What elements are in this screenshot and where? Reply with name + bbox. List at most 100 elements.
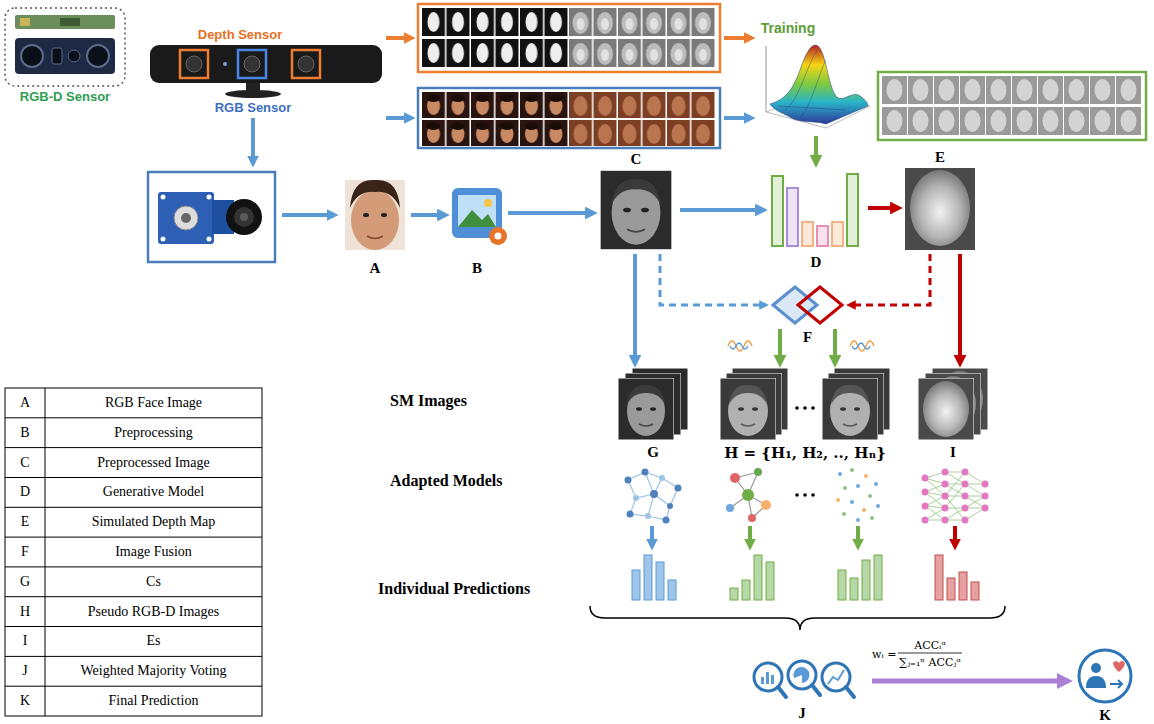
depth-image-strip [569,8,716,67]
preprocessing-icon [458,210,496,227]
key-table-grid [5,418,262,686]
rgb-face-image [345,180,405,250]
voting-icon [812,685,820,695]
table-cell: RGB Face Image [45,388,262,418]
key-table-grid [5,388,262,716]
table-cell: Preprocessing [45,418,262,448]
key-table-grid [45,388,46,716]
neural-net-icon [922,503,929,510]
step-letter: I [950,444,956,461]
kinect-sensor [246,83,260,91]
simulated-depth-map [905,168,975,250]
image-stack [822,378,878,440]
table-cell: G [5,567,45,597]
neural-net-icon [962,517,969,524]
camera-module [148,172,275,262]
network-model-icon [675,485,682,492]
sparse-model-icon [862,508,866,512]
rgb-face-image [345,180,405,250]
model-output-arrow [650,526,654,547]
network-model-icon [645,513,651,519]
voting-icon [846,687,854,697]
image-node: C [600,170,672,250]
generative-model-bars [787,188,798,246]
fraction-bar [898,653,962,654]
rgbd-sensor-board [15,15,115,29]
final-prediction-icon [1086,676,1106,688]
ellipsis-dots [803,493,807,497]
network-model-icon [625,477,632,484]
prediction-bars [742,580,750,600]
weight-formula: ACCᵢᵅ [896,639,964,652]
final-prediction-icon [1110,680,1122,688]
step-letter: G [647,444,659,461]
prediction-bars [644,555,652,600]
voting-icon [778,687,786,697]
row-heading: Individual Predictions [378,580,530,598]
neural-net-icon [982,505,989,512]
voting-icon [754,661,854,697]
table-cell: J [5,656,45,686]
prediction-bars [959,572,967,600]
image-stack [618,368,988,440]
prediction-bars [874,555,882,600]
kinect-sensor [223,62,227,66]
table-cell: A [5,388,45,418]
sparse-model-icon [856,484,860,488]
voting-icon [771,675,774,684]
camera-module [234,207,254,227]
prediction-bars [935,555,943,600]
neural-net-icon [982,493,989,500]
graph-model-icon [761,500,771,510]
prediction-bars [730,588,738,600]
neural-net-icon [962,481,969,488]
prediction-bars [766,562,774,600]
neural-net-icon [922,469,989,524]
prediction-bars [947,578,955,600]
depth-map-strip [878,72,1146,140]
image-node: A [345,180,405,250]
rgbd-sensor-board [60,18,80,26]
icon-node: B [452,188,502,238]
rgb-face-image [350,180,400,208]
ensemble-brace [590,606,1005,630]
camera-module [148,172,275,262]
network-model-icon [667,503,673,509]
network-model-icon [633,495,639,501]
rgb-face-image [381,213,387,217]
table-cell: H [5,597,45,627]
ellipsis-dots [803,406,807,410]
table-cell: Image Fusion [45,537,262,567]
prediction-bars [862,560,870,600]
network-model-icon [659,475,665,481]
depth-image-strip [418,4,720,72]
prediction-bars [935,555,979,600]
weight-formula: wᵢ = [872,648,896,661]
rgbd-sensor-board [5,8,125,86]
table-cell: F [5,537,45,567]
kinect-sensor [225,90,281,98]
graph-model-icon [748,514,756,522]
neural-net-icon [922,475,929,482]
neural-net-icon [942,505,949,512]
preprocessing-icon [495,233,502,240]
camera-module [174,206,198,230]
row-heading: SM Images [390,392,467,410]
training-surface-plot [778,50,846,118]
sensor-device: Depth SensorRGB Sensor [150,45,382,97]
graph-model-icon [730,473,740,483]
image-stack [720,378,776,440]
rgbd-sensor-board [5,8,125,86]
rgb-face-image [363,213,369,217]
rgb-image-strip [422,92,569,146]
rgb-face-image [367,236,383,239]
table-cell: Pseudo RGB-D Images [45,597,262,627]
voting-icon [778,685,854,697]
voting-icon [761,677,764,684]
camera-module [207,237,212,242]
flow-arrow [833,329,837,364]
image-stack-node: H = {H₁, H₂, .., Hₙ} [718,368,892,440]
depth-image-strip [422,8,569,67]
stage-heading: Training [761,20,815,36]
camera-module [181,213,191,223]
